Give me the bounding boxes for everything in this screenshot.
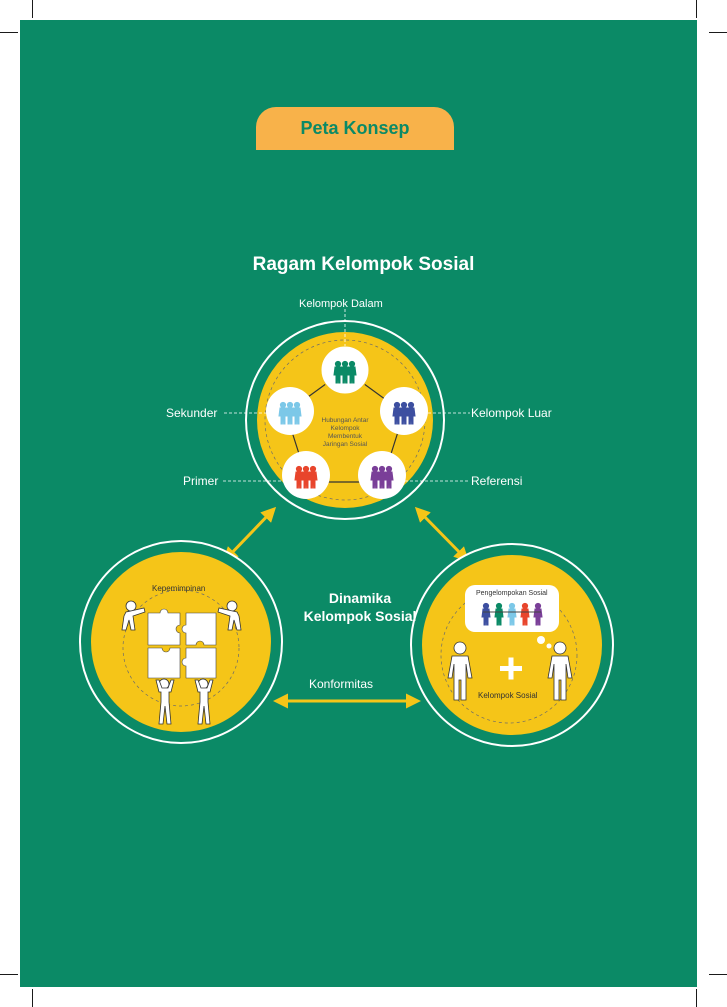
people-pushing-icon bbox=[121, 600, 242, 725]
dynamics-title-line: Kelompok Sosial bbox=[303, 608, 417, 624]
dynamics-title-line: Dinamika bbox=[328, 590, 392, 606]
center-caption-line: Kelompok bbox=[330, 425, 360, 432]
link-arrows bbox=[222, 506, 470, 709]
person-icon-left bbox=[447, 641, 473, 701]
group-icon-right bbox=[380, 387, 428, 435]
plus-icon bbox=[500, 657, 522, 680]
group-icon-left bbox=[266, 387, 314, 435]
crop-mark bbox=[32, 989, 33, 1007]
label-pengelompokan-sosial: Pengelompokan Sosial bbox=[476, 590, 548, 597]
crop-mark bbox=[0, 974, 18, 975]
label-kelompok-luar: Kelompok Luar bbox=[471, 406, 552, 420]
group-icon-bottom-right bbox=[358, 451, 406, 499]
center-caption-line: Membentuk bbox=[328, 433, 362, 440]
person-icon-right bbox=[547, 641, 573, 701]
social-group-node bbox=[223, 309, 470, 520]
crop-mark bbox=[709, 32, 727, 33]
center-caption: Hubungan Antar Kelompok Membentuk Jaring… bbox=[310, 417, 380, 449]
grouping-node bbox=[410, 543, 614, 747]
tab-title: Peta Konsep bbox=[300, 118, 410, 138]
label-kelompok-sosial: Kelompok Sosial bbox=[478, 691, 538, 700]
thought-bubble bbox=[465, 585, 559, 649]
label-referensi: Referensi bbox=[471, 474, 523, 488]
crop-mark bbox=[696, 989, 697, 1007]
crop-mark bbox=[696, 0, 697, 18]
puzzle-icon bbox=[147, 608, 217, 679]
group-icon-bottom-left bbox=[282, 451, 330, 499]
crop-mark bbox=[32, 0, 33, 18]
center-caption-line: Jaringan Sosial bbox=[322, 441, 368, 448]
crop-mark bbox=[709, 974, 727, 975]
label-sekunder: Sekunder bbox=[166, 406, 218, 420]
label-konformitas: Konformitas bbox=[309, 677, 374, 691]
label-primer: Primer bbox=[183, 474, 219, 488]
center-caption-line: Hubungan Antar bbox=[321, 417, 369, 424]
dynamics-title: Dinamika Kelompok Sosial bbox=[270, 589, 450, 625]
leadership-node bbox=[79, 540, 283, 744]
concept-map-tab: Peta Konsep bbox=[256, 107, 454, 150]
label-kelompok-dalam: Kelompok Dalam bbox=[299, 298, 383, 310]
crop-mark bbox=[0, 32, 18, 33]
group-icon-top bbox=[320, 345, 370, 395]
label-kepemimpinan: Kepemimpinan bbox=[152, 584, 206, 593]
main-title: Ragam Kelompok Sosial bbox=[252, 254, 475, 275]
